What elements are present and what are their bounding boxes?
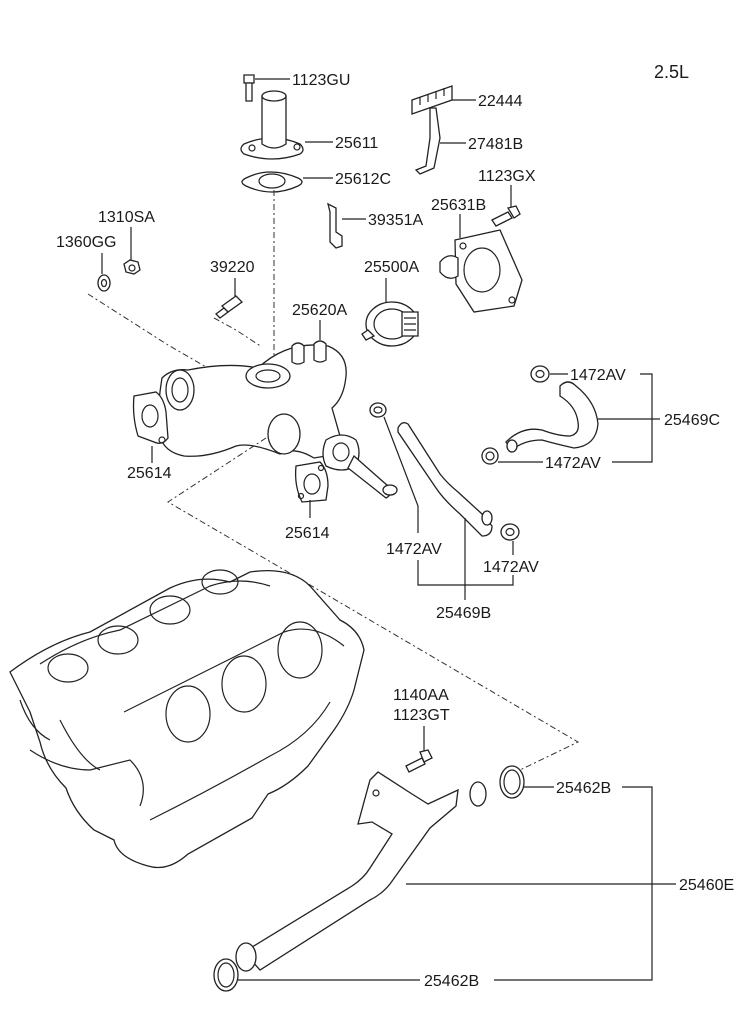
part-label-1123gx[interactable]: 1123GX xyxy=(478,168,536,185)
thermostat-icon xyxy=(361,301,419,347)
water-outlet-fitting-icon xyxy=(240,90,304,160)
part-label-1360gg[interactable]: 1360GG xyxy=(56,234,116,251)
part-label-39351a[interactable]: 39351A xyxy=(368,212,423,229)
heater-hose-c-icon xyxy=(505,381,599,453)
part-label-25500a[interactable]: 25500A xyxy=(364,259,419,276)
wire-clip-bracket-icon xyxy=(411,85,453,175)
gasket-center-icon xyxy=(294,461,329,503)
bolt-1123gu-icon xyxy=(243,74,255,102)
part-label-1472av-c-bottom[interactable]: 1472AV xyxy=(545,455,601,472)
engine-block-icon xyxy=(9,569,365,869)
part-label-22444[interactable]: 22444 xyxy=(478,93,523,110)
part-label-25469c[interactable]: 25469C xyxy=(664,412,720,429)
nut-1310sa-icon xyxy=(123,259,141,275)
part-label-25469b[interactable]: 25469B xyxy=(436,605,491,622)
water-inlet-housing-icon xyxy=(157,340,398,499)
thermostat-housing-icon xyxy=(439,229,523,313)
engine-displacement-title: 2.5L xyxy=(654,62,689,82)
bolt-1123gt-icon xyxy=(405,749,433,773)
part-label-25614-center[interactable]: 25614 xyxy=(285,525,330,542)
part-label-1472av-b-left[interactable]: 1472AV xyxy=(386,541,442,558)
part-label-25460e[interactable]: 25460E xyxy=(679,877,734,894)
part-label-25611[interactable]: 25611 xyxy=(335,135,378,152)
clamp-c-upper-icon xyxy=(530,365,550,383)
water-pipe-icon xyxy=(235,771,487,972)
o-ring-upper-icon xyxy=(499,765,525,799)
outlet-gasket-icon xyxy=(241,171,303,193)
part-label-27481b[interactable]: 27481B xyxy=(468,136,523,153)
part-label-25612c[interactable]: 25612C xyxy=(335,171,391,188)
heater-hose-b-icon xyxy=(397,422,493,537)
clamp-b-lower-icon xyxy=(500,523,520,541)
gasket-left-icon xyxy=(132,391,169,444)
part-label-39220[interactable]: 39220 xyxy=(210,259,255,276)
part-label-25462b-top[interactable]: 25462B xyxy=(556,780,611,797)
clamp-b-upper-icon xyxy=(369,402,387,418)
bolt-1123gx-icon xyxy=(491,205,521,227)
washer-1360gg-icon xyxy=(97,274,111,292)
clamp-c-lower-icon xyxy=(481,447,499,465)
part-label-1472av-b-right[interactable]: 1472AV xyxy=(483,559,539,576)
temperature-sensor-icon xyxy=(215,295,244,319)
part-label-25620a[interactable]: 25620A xyxy=(292,302,347,319)
part-label-1123gt[interactable]: 1123GT xyxy=(393,707,450,724)
hose-clip-bracket-icon xyxy=(327,202,343,249)
part-label-1123gu[interactable]: 1123GU xyxy=(292,72,350,89)
o-ring-lower-icon xyxy=(213,958,239,992)
part-label-25614-left[interactable]: 25614 xyxy=(127,465,172,482)
part-label-1140aa[interactable]: 1140AA xyxy=(393,687,449,704)
part-label-1472av-c-top[interactable]: 1472AV xyxy=(570,367,626,384)
part-label-1310sa[interactable]: 1310SA xyxy=(98,209,155,226)
part-label-25631b[interactable]: 25631B xyxy=(431,197,486,214)
part-label-25462b-bottom[interactable]: 25462B xyxy=(424,973,479,990)
